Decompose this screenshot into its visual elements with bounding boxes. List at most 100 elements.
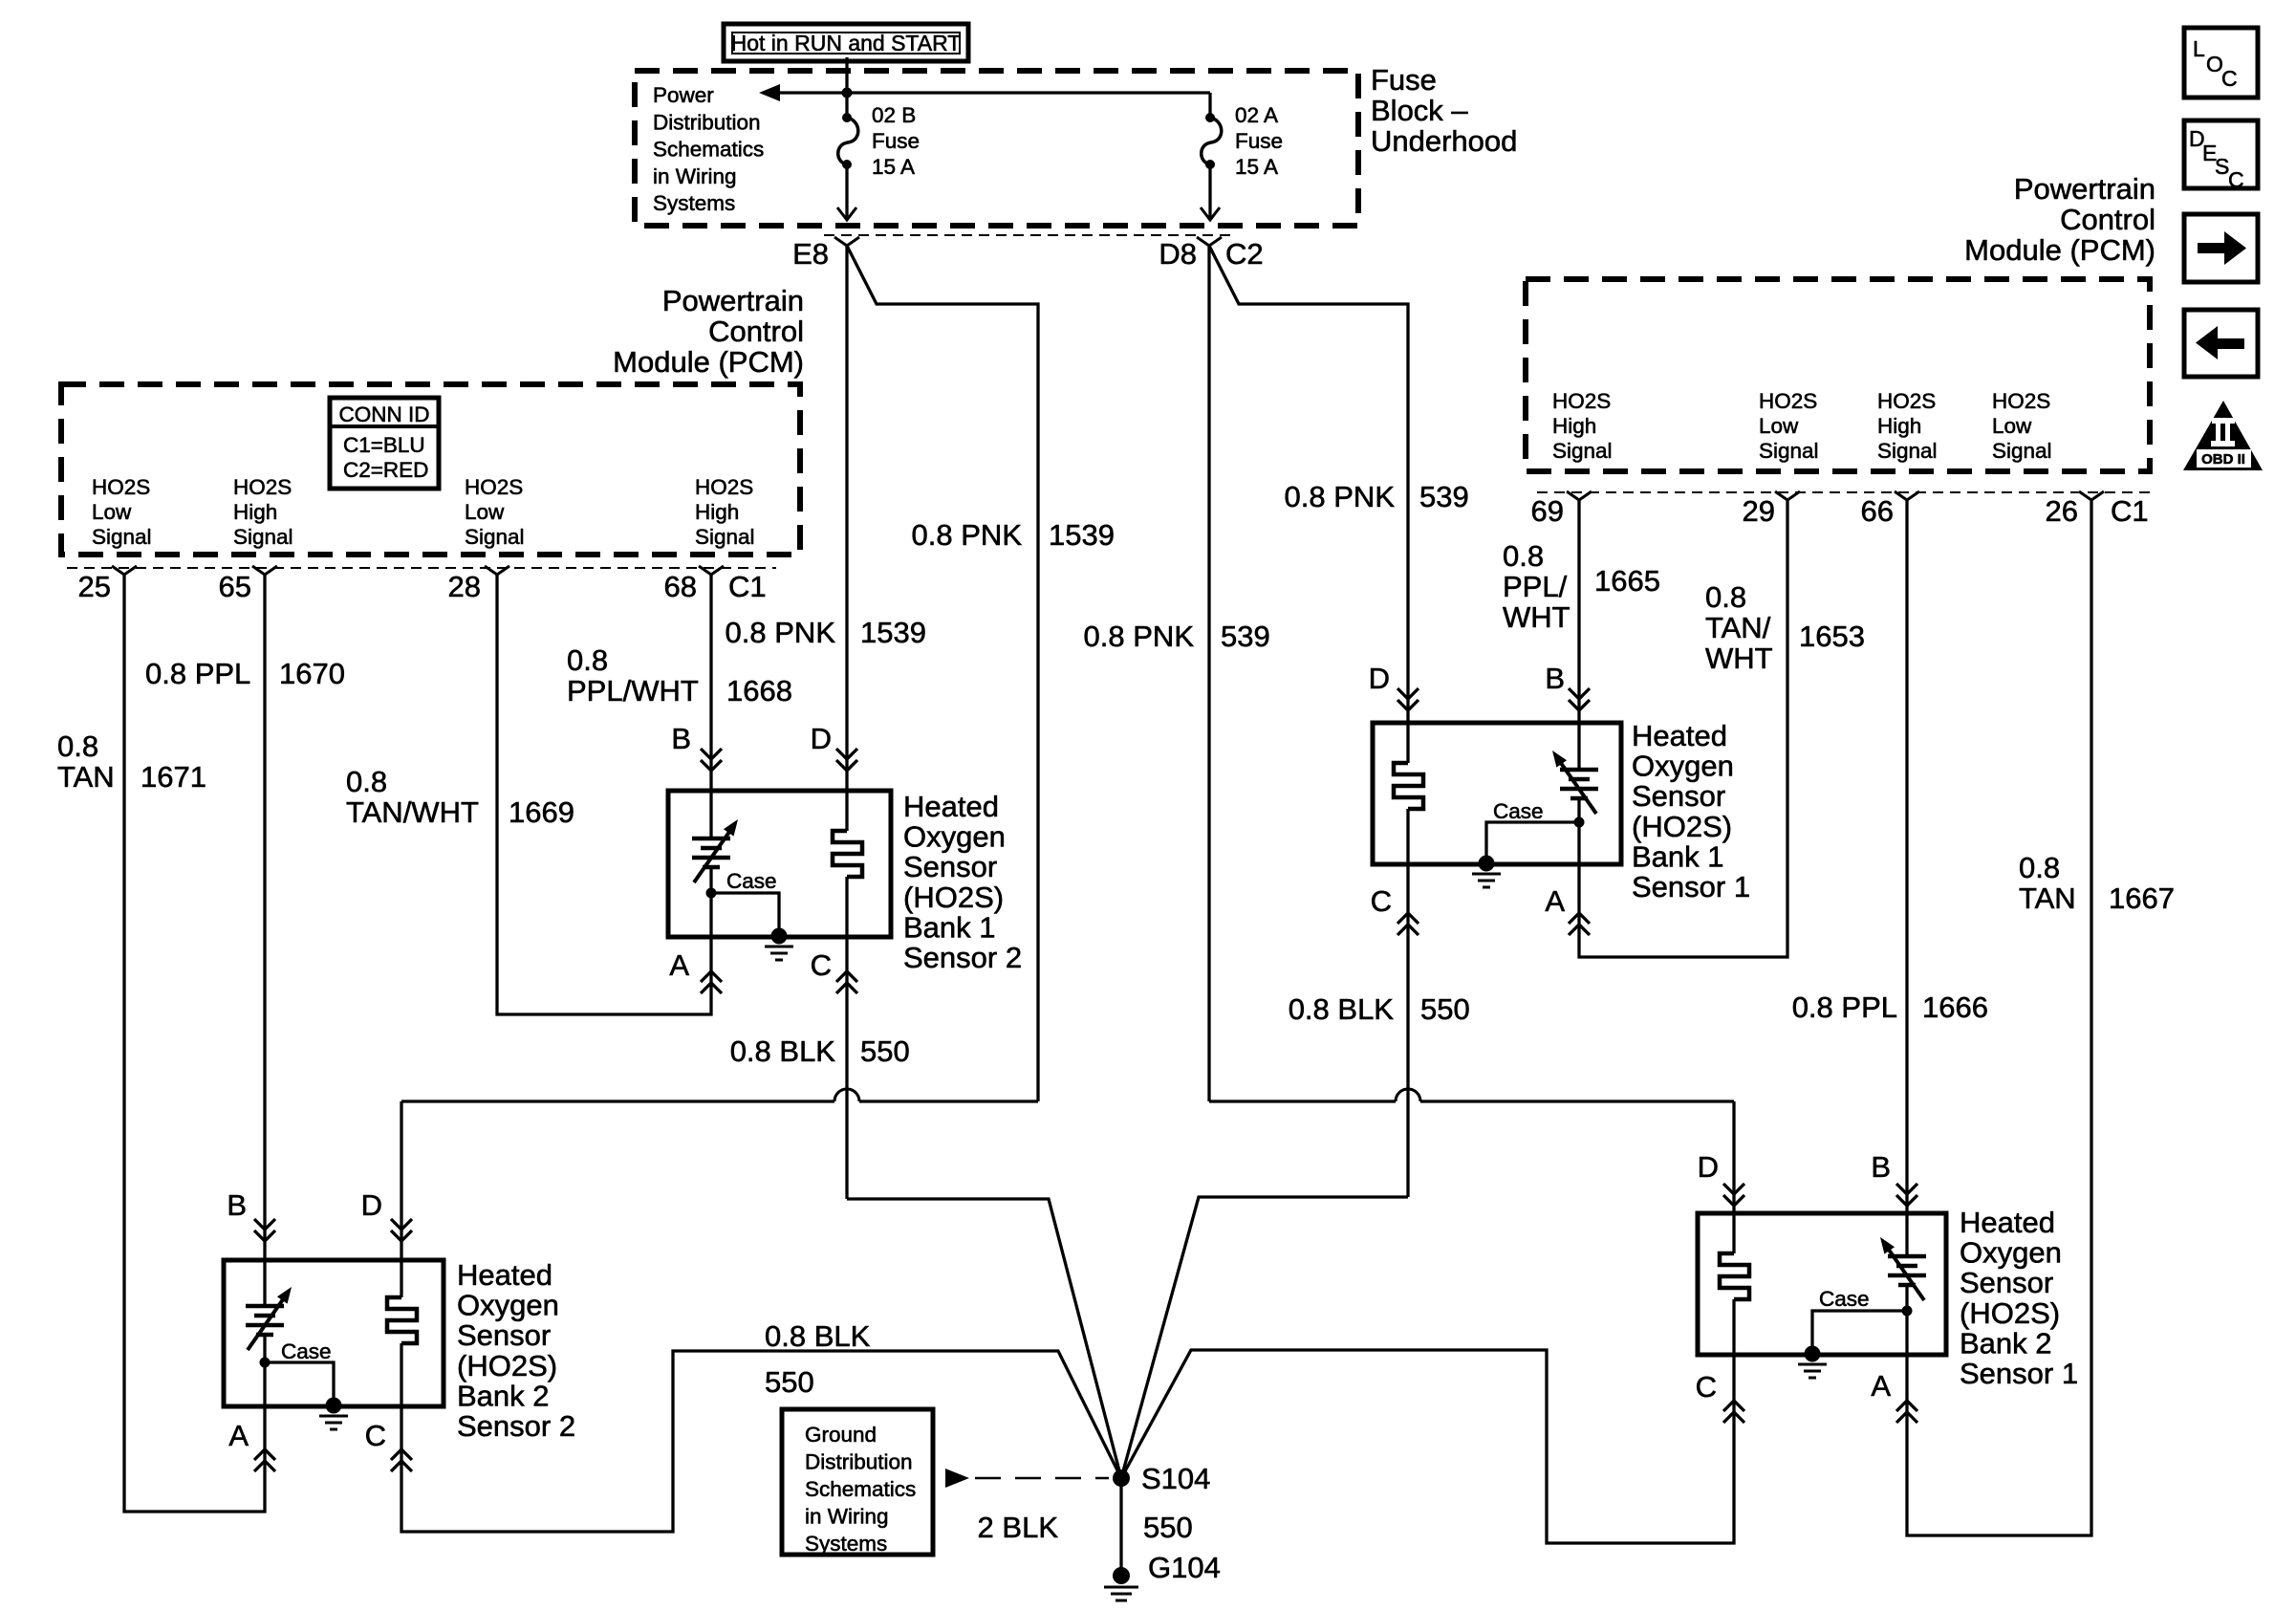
svg-text:S: S <box>2215 154 2229 179</box>
svg-text:550: 550 <box>765 1365 814 1399</box>
svg-text:Sensor: Sensor <box>903 850 997 883</box>
svg-text:0.8: 0.8 <box>2019 851 2060 884</box>
svg-text:D: D <box>361 1188 382 1222</box>
svg-text:69: 69 <box>1531 494 1564 528</box>
svg-text:Ground: Ground <box>805 1423 877 1447</box>
svg-text:E: E <box>2202 141 2217 165</box>
svg-text:HO2S: HO2S <box>1759 389 1817 413</box>
svg-text:Bank 2: Bank 2 <box>457 1379 550 1412</box>
svg-text:D: D <box>1698 1150 1719 1184</box>
svg-text:Low: Low <box>92 500 132 524</box>
svg-text:(HO2S): (HO2S) <box>1960 1296 2060 1330</box>
svg-text:2 BLK: 2 BLK <box>978 1511 1059 1544</box>
svg-text:02 A: 02 A <box>1235 103 1278 127</box>
svg-text:Sensor 2: Sensor 2 <box>903 941 1022 974</box>
svg-text:D: D <box>1369 662 1390 695</box>
svg-text:15 A: 15 A <box>1235 155 1278 179</box>
svg-text:539: 539 <box>1419 480 1469 513</box>
svg-text:TAN/: TAN/ <box>1705 611 1771 644</box>
svg-text:Fuse: Fuse <box>1235 129 1283 153</box>
svg-text:02 B: 02 B <box>872 103 916 127</box>
svg-text:0.8 PNK: 0.8 PNK <box>1285 480 1396 513</box>
svg-text:D: D <box>2189 126 2205 151</box>
svg-text:Heated: Heated <box>1960 1206 2055 1239</box>
svg-text:15 A: 15 A <box>872 155 915 179</box>
svg-text:HO2S: HO2S <box>1877 389 1936 413</box>
svg-text:0.8 BLK: 0.8 BLK <box>1289 992 1395 1026</box>
svg-text:65: 65 <box>219 570 251 603</box>
svg-text:C: C <box>365 1419 386 1452</box>
svg-text:High: High <box>1877 414 1921 438</box>
svg-text:in Wiring: in Wiring <box>653 164 737 188</box>
svg-text:C1: C1 <box>2111 494 2149 528</box>
svg-text:0.8 PNK: 0.8 PNK <box>726 616 836 649</box>
svg-text:Distribution: Distribution <box>805 1450 913 1474</box>
svg-text:Low: Low <box>1759 414 1799 438</box>
svg-text:Sensor 1: Sensor 1 <box>1632 870 1750 903</box>
svg-text:Signal: Signal <box>233 525 293 549</box>
svg-text:C1=BLU: C1=BLU <box>343 433 425 457</box>
svg-text:OBD II: OBD II <box>2201 451 2245 468</box>
svg-text:1665: 1665 <box>1594 564 1660 598</box>
svg-text:Powertrain: Powertrain <box>662 284 804 317</box>
svg-text:WHT: WHT <box>1503 600 1570 634</box>
svg-text:Module (PCM): Module (PCM) <box>613 345 804 379</box>
svg-text:66: 66 <box>1861 494 1894 528</box>
svg-text:C: C <box>2228 167 2244 192</box>
svg-text:C: C <box>1371 884 1392 918</box>
svg-text:O: O <box>2206 52 2223 76</box>
svg-text:Oxygen: Oxygen <box>1632 750 1734 783</box>
svg-text:C: C <box>811 948 832 982</box>
svg-text:Bank 1: Bank 1 <box>903 910 996 944</box>
svg-text:Block –: Block – <box>1371 94 1468 127</box>
svg-text:S104: S104 <box>1141 1462 1210 1495</box>
svg-text:C: C <box>1696 1370 1717 1404</box>
svg-text:Powertrain: Powertrain <box>2014 172 2155 206</box>
svg-text:1539: 1539 <box>1049 518 1115 552</box>
svg-text:TAN/WHT: TAN/WHT <box>346 795 479 829</box>
svg-text:0.8 BLK: 0.8 BLK <box>765 1319 871 1353</box>
svg-text:539: 539 <box>1221 620 1270 653</box>
svg-text:Bank 2: Bank 2 <box>1960 1326 2052 1360</box>
svg-text:Case: Case <box>726 869 777 893</box>
svg-text:C2: C2 <box>1225 237 1264 271</box>
svg-text:B: B <box>1871 1150 1891 1184</box>
svg-text:Oxygen: Oxygen <box>457 1289 559 1322</box>
svg-text:28: 28 <box>448 570 481 603</box>
svg-text:0.8 PPL: 0.8 PPL <box>1792 991 1897 1024</box>
svg-text:Case: Case <box>1493 799 1544 823</box>
svg-text:B: B <box>227 1188 247 1222</box>
svg-text:Signal: Signal <box>92 525 152 549</box>
svg-text:L: L <box>2193 36 2205 61</box>
svg-text:0.8: 0.8 <box>346 765 387 798</box>
svg-text:(HO2S): (HO2S) <box>1632 810 1732 843</box>
svg-text:Heated: Heated <box>1632 719 1727 752</box>
svg-text:Signal: Signal <box>1992 439 2052 463</box>
svg-text:(HO2S): (HO2S) <box>457 1349 557 1382</box>
svg-text:Power: Power <box>653 83 714 107</box>
svg-text:C: C <box>2221 66 2238 91</box>
svg-text:Signal: Signal <box>695 525 755 549</box>
svg-text:C2=RED: C2=RED <box>343 458 428 482</box>
svg-text:HO2S: HO2S <box>695 475 753 499</box>
svg-text:Signal: Signal <box>465 525 525 549</box>
svg-text:A: A <box>1871 1369 1891 1403</box>
svg-text:Control: Control <box>708 315 804 348</box>
svg-text:Sensor 1: Sensor 1 <box>1960 1357 2078 1390</box>
svg-text:25: 25 <box>78 570 111 603</box>
svg-text:0.8: 0.8 <box>567 643 608 677</box>
svg-text:Control: Control <box>2060 203 2155 236</box>
svg-text:Fuse: Fuse <box>872 129 920 153</box>
svg-text:A: A <box>1545 884 1565 918</box>
svg-text:1668: 1668 <box>726 674 792 708</box>
svg-text:0.8: 0.8 <box>57 729 98 763</box>
svg-text:WHT: WHT <box>1705 642 1773 675</box>
svg-text:G104: G104 <box>1148 1551 1221 1584</box>
svg-text:1669: 1669 <box>509 795 574 829</box>
svg-text:Systems: Systems <box>653 191 735 215</box>
svg-text:Schematics: Schematics <box>805 1477 916 1501</box>
svg-text:Signal: Signal <box>1877 439 1938 463</box>
svg-text:Heated: Heated <box>903 790 999 823</box>
svg-text:B: B <box>671 722 691 755</box>
svg-text:High: High <box>695 500 739 524</box>
